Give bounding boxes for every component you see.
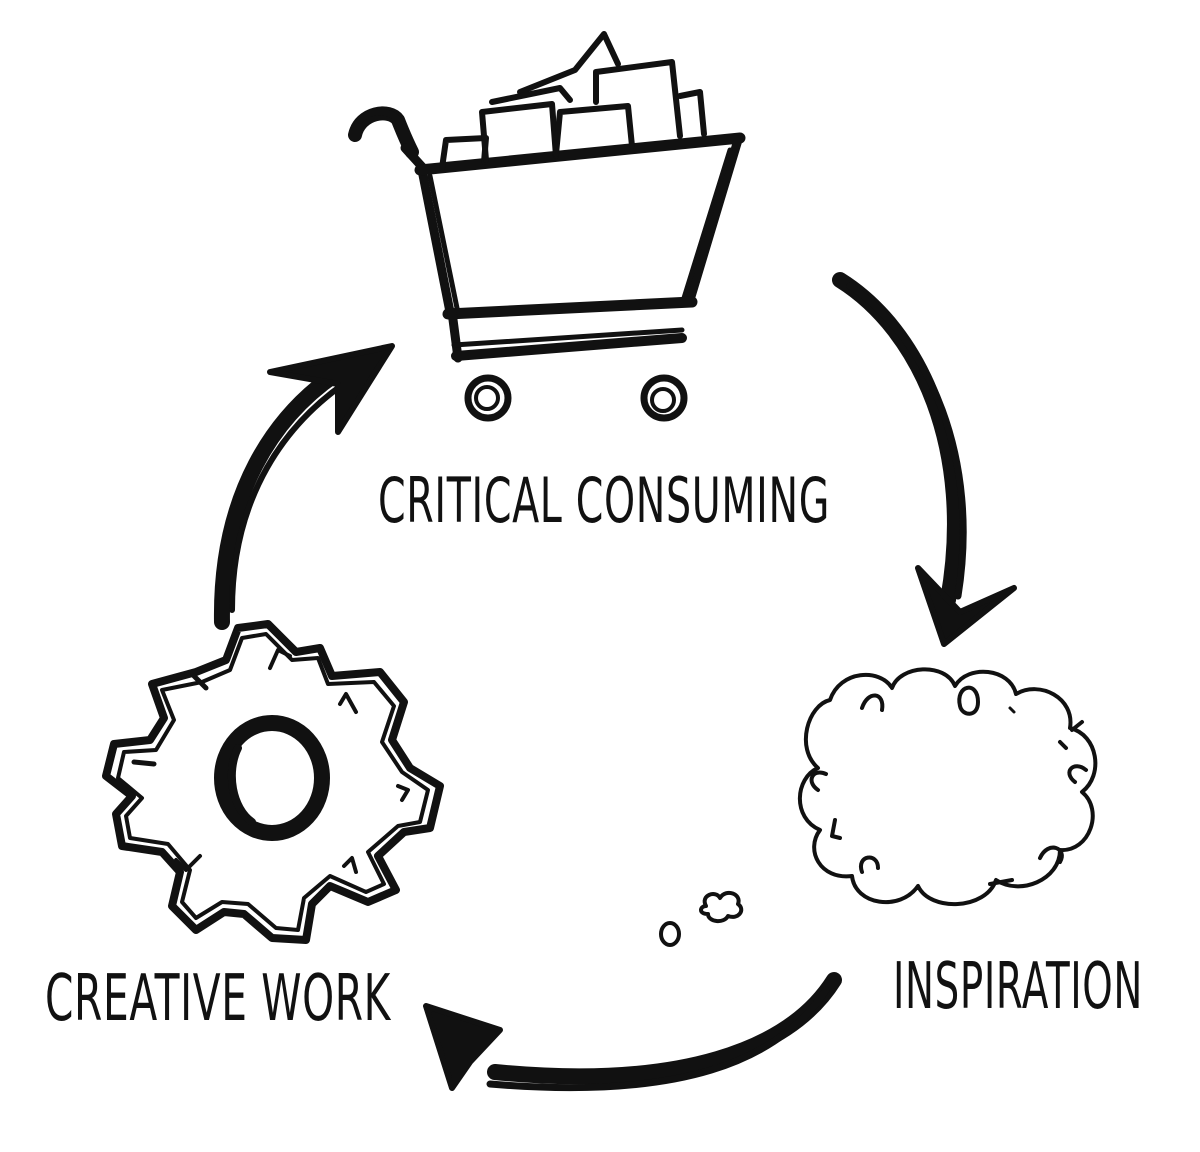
shopping-cart-icon: [348, 31, 746, 422]
creative-work-label: CREATIVE WORK: [45, 962, 392, 1036]
critical-consuming-label: CRITICAL CONSUMING: [378, 464, 830, 537]
arrow-creative-to-consuming: [213, 343, 395, 630]
arrow-consuming-to-inspiration: [832, 272, 1017, 647]
inspiration-label: INSPIRATION: [893, 950, 1143, 1024]
arrow-inspiration-to-creative: [423, 972, 842, 1092]
gear-icon: [102, 620, 444, 944]
thought-cloud-icon: [659, 667, 1098, 947]
